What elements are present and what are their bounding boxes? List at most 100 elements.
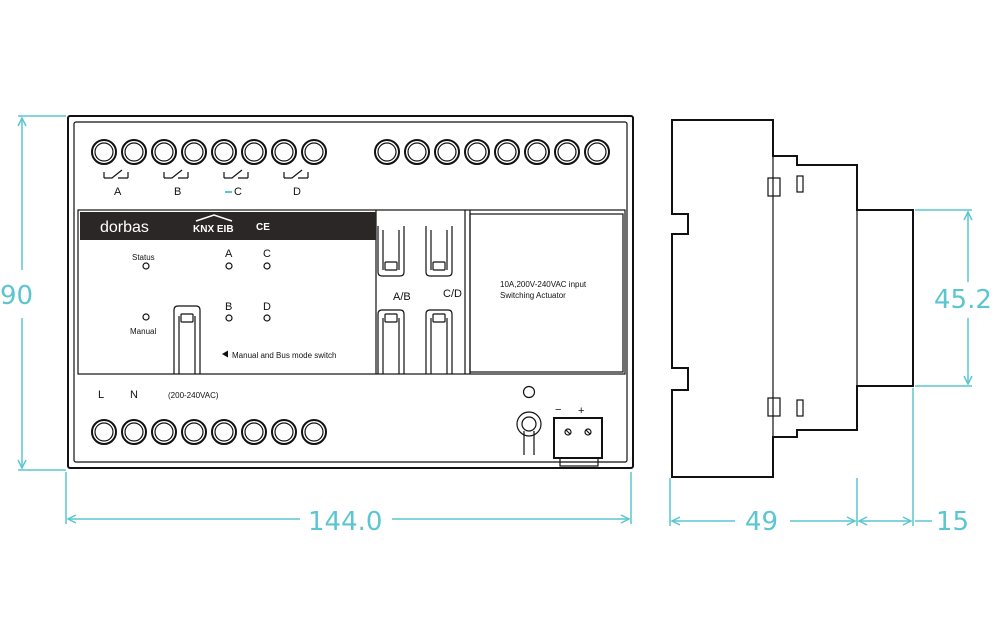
side-view xyxy=(671,119,914,478)
terminal-screw-inner xyxy=(154,142,174,162)
bottom-terminal-row xyxy=(91,419,327,445)
channel-switch-ab-bottom xyxy=(377,309,405,374)
terminal-screw xyxy=(404,139,430,165)
bus-plus-label: + xyxy=(578,405,584,417)
terminal-screw-inner xyxy=(184,142,204,162)
dim-height: 90 xyxy=(0,281,33,311)
mode-switch-note: Manual and Bus mode switch xyxy=(232,351,337,360)
channel-label-d: D xyxy=(293,186,301,198)
terminal-screw xyxy=(241,139,267,165)
manual-label: Manual xyxy=(130,327,156,336)
terminal-screw xyxy=(494,139,520,165)
terminal-screw xyxy=(181,139,207,165)
led-c xyxy=(263,262,271,270)
terminal-screw xyxy=(301,419,327,445)
terminal-screw-inner xyxy=(527,142,547,162)
terminal-screw xyxy=(271,139,297,165)
terminal-screw-inner xyxy=(587,142,607,162)
terminal-screw xyxy=(374,139,400,165)
dim-step: 15 xyxy=(936,507,969,537)
led-a xyxy=(225,262,233,270)
terminal-screw xyxy=(211,419,237,445)
side-profile-outline xyxy=(671,119,914,478)
channel-label-a: A xyxy=(114,186,122,198)
switch-label-ab: A/B xyxy=(393,291,411,303)
bus-minus-label: − xyxy=(555,404,561,416)
terminal-screw xyxy=(271,419,297,445)
terminal-screw-inner xyxy=(304,422,324,442)
top-terminal-row-right xyxy=(374,139,610,165)
relay-contact-symbols xyxy=(103,169,309,179)
terminal-screw-inner xyxy=(304,142,324,162)
terminal-screw xyxy=(241,419,267,445)
terminal-screw-inner xyxy=(124,142,144,162)
side-latch-top xyxy=(767,177,781,197)
top-terminal-row-left xyxy=(91,139,327,165)
mode-switch xyxy=(173,305,201,374)
side-latch-bottom xyxy=(767,397,781,417)
switch-label-cd: C/D xyxy=(443,288,462,300)
front-view: A B C D dorbas KNX EIB CE Status A C B D… xyxy=(67,115,634,469)
terminal-screw-inner xyxy=(407,142,427,162)
arrow-left-icon xyxy=(222,350,228,358)
terminal-screw xyxy=(121,139,147,165)
brand-label-bar xyxy=(80,212,376,240)
terminal-screw-inner xyxy=(244,422,264,442)
terminal-screw-inner xyxy=(467,142,487,162)
led-label-c: C xyxy=(263,248,271,260)
dim-front-height: 45.2 xyxy=(934,285,992,315)
led-d xyxy=(263,314,271,322)
terminal-screw xyxy=(181,419,207,445)
terminal-screw xyxy=(301,139,327,165)
led-label-d: D xyxy=(263,301,271,313)
channel-label-c: C xyxy=(234,186,242,198)
terminal-screw xyxy=(91,139,117,165)
terminal-screw-inner xyxy=(94,142,114,162)
terminal-screw xyxy=(151,419,177,445)
terminal-screw xyxy=(151,139,177,165)
voltage-note: (200-240VAC) xyxy=(168,391,219,400)
dimension-lines: 90 144.0 49 15 45.2 xyxy=(0,115,992,537)
bus-connector xyxy=(553,417,603,467)
terminal-screw-inner xyxy=(214,142,234,162)
terminal-screw xyxy=(211,139,237,165)
channel-switch-cd-top xyxy=(425,226,453,277)
led-b xyxy=(225,314,233,322)
terminal-screw xyxy=(554,139,580,165)
channel-switch-cd-bottom xyxy=(425,309,453,374)
terminal-screw xyxy=(121,419,147,445)
status-label: Status xyxy=(132,253,155,262)
rating-line-1: 10A,200V-240VAC input xyxy=(500,280,587,289)
programming-led xyxy=(522,385,536,399)
dim-depth: 49 xyxy=(745,507,778,537)
terminal-screw-inner xyxy=(184,422,204,442)
terminal-screw-inner xyxy=(244,142,264,162)
knx-roof-icon xyxy=(195,214,233,222)
terminal-screw xyxy=(434,139,460,165)
terminal-screw xyxy=(524,139,550,165)
terminal-screw-inner xyxy=(377,142,397,162)
led-label-a: A xyxy=(225,248,233,260)
terminal-screw-inner xyxy=(497,142,517,162)
terminal-screw-inner xyxy=(274,142,294,162)
brand-name: dorbas xyxy=(100,219,149,236)
programming-button xyxy=(516,411,542,455)
channel-label-b: B xyxy=(174,186,181,198)
knx-logo: KNX EIB xyxy=(193,224,234,235)
terminal-screw-inner xyxy=(274,422,294,442)
terminal-screw xyxy=(584,139,610,165)
rating-label-area xyxy=(469,213,624,373)
terminal-screw-inner xyxy=(437,142,457,162)
side-latch-bottom-slot xyxy=(796,399,804,417)
terminal-screw-inner xyxy=(214,422,234,442)
front-panel-window xyxy=(77,209,626,375)
ce-mark: CE xyxy=(256,222,270,233)
terminal-screw-inner xyxy=(154,422,174,442)
terminal-screw-inner xyxy=(124,422,144,442)
label-l: L xyxy=(98,389,104,401)
dim-width: 144.0 xyxy=(308,507,382,537)
side-latch-top-slot xyxy=(796,175,804,193)
terminal-screw-inner xyxy=(557,142,577,162)
housing-inner-outline xyxy=(73,121,628,463)
